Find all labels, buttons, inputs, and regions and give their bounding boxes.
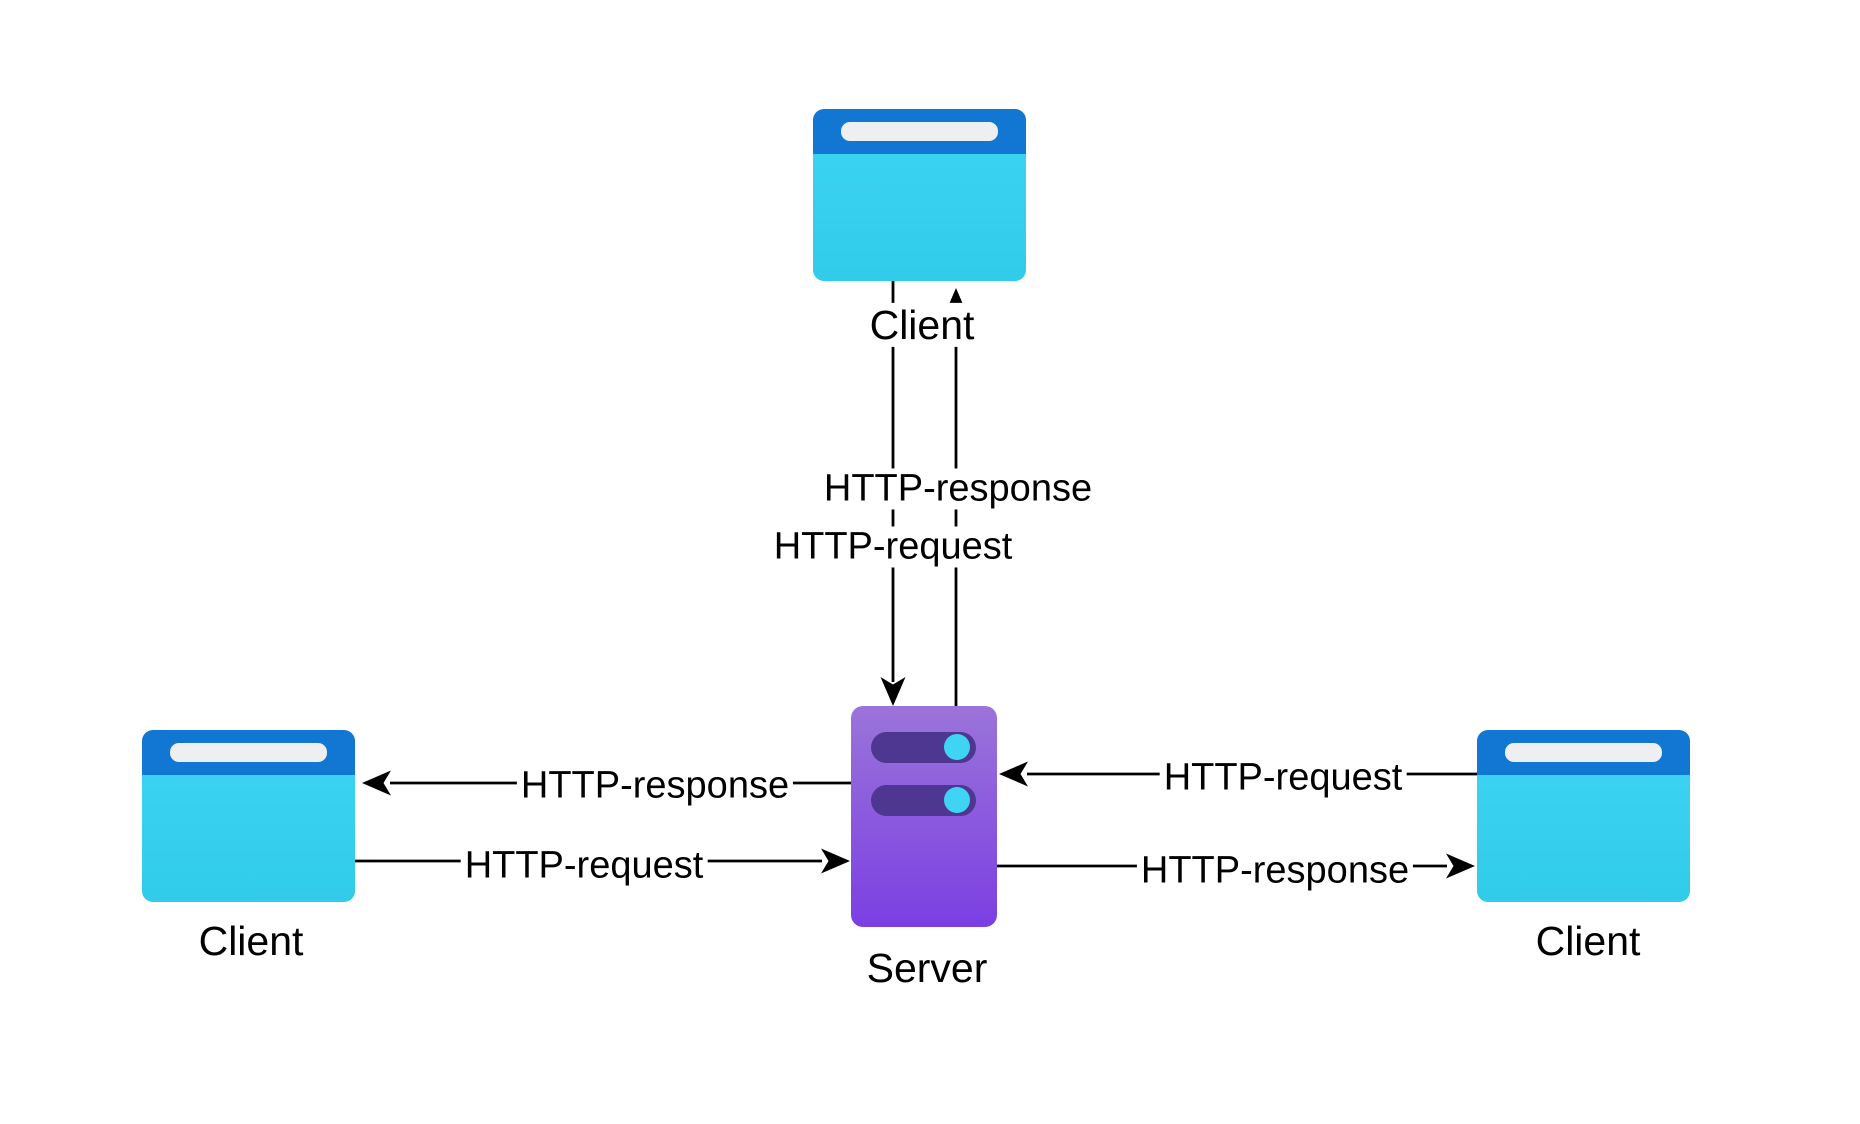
browser-body bbox=[1477, 775, 1690, 902]
edge-label-http-request-top: HTTP-request bbox=[769, 526, 1017, 568]
browser-titlebar bbox=[142, 730, 355, 775]
browser-window-icon bbox=[1477, 730, 1690, 902]
edge-label-http-request-right: HTTP-request bbox=[1159, 757, 1407, 799]
browser-addressbar bbox=[170, 743, 327, 762]
browser-window-icon bbox=[142, 730, 355, 902]
browser-body bbox=[142, 775, 355, 902]
node-label-client-left: Client bbox=[195, 919, 307, 963]
browser-addressbar bbox=[1505, 743, 1662, 762]
edge-label-http-request-left: HTTP-request bbox=[460, 845, 708, 887]
browser-titlebar bbox=[1477, 730, 1690, 775]
server-drive-slot bbox=[871, 732, 976, 763]
arrowhead-right-icon bbox=[821, 848, 850, 874]
server-drive-slot bbox=[871, 785, 976, 816]
node-label-client-right: Client bbox=[1532, 919, 1644, 963]
arrowhead-right-icon bbox=[1446, 853, 1475, 879]
node-label-server: Server bbox=[863, 946, 991, 990]
browser-window-icon bbox=[813, 109, 1026, 281]
edge-label-http-response-right: HTTP-response bbox=[1136, 850, 1414, 892]
browser-titlebar bbox=[813, 109, 1026, 154]
arrowhead-down-icon bbox=[880, 677, 906, 706]
browser-addressbar bbox=[841, 122, 998, 141]
server-led-icon bbox=[944, 787, 970, 813]
browser-body bbox=[813, 154, 1026, 281]
edge-label-http-response-left: HTTP-response bbox=[516, 765, 794, 807]
arrowhead-left-icon bbox=[999, 761, 1028, 787]
edge-label-http-response-top: HTTP-response bbox=[819, 468, 1097, 510]
server-led-icon bbox=[944, 734, 970, 760]
server-icon bbox=[851, 706, 997, 927]
arrowhead-left-icon bbox=[362, 770, 391, 796]
node-label-client-top: Client bbox=[866, 303, 978, 347]
